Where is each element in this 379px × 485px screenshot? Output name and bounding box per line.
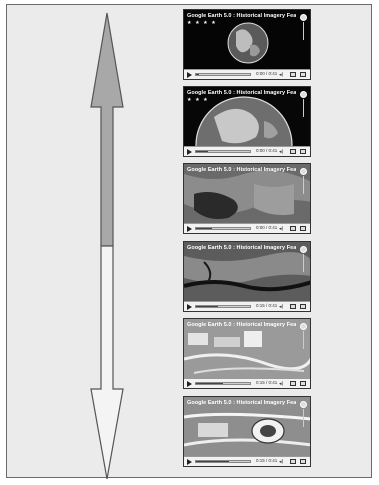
video-thumbnail[interactable]: Google Earth 5.0 : Historical Imagery Fe… xyxy=(183,241,311,312)
play-icon[interactable] xyxy=(187,381,192,387)
volume-icon[interactable]: ◂) xyxy=(279,72,283,78)
volume-icon[interactable]: ◂) xyxy=(279,304,283,310)
fullscreen-icon[interactable] xyxy=(300,72,306,77)
seek-bar[interactable] xyxy=(195,382,251,385)
player-controls: 0:15 / 0:41◂) xyxy=(184,378,310,388)
seek-bar[interactable] xyxy=(195,305,251,308)
rating-stars: ★ ★ ★ xyxy=(187,97,209,103)
volume-icon[interactable]: ◂) xyxy=(279,226,283,232)
play-icon[interactable] xyxy=(187,72,192,78)
play-icon[interactable] xyxy=(187,149,192,155)
time-display: 0:00 / 0:41 xyxy=(256,71,277,76)
seek-bar[interactable] xyxy=(195,73,251,76)
settings-icon[interactable] xyxy=(290,381,296,386)
video-title: Google Earth 5.0 : Historical Imagery Fe… xyxy=(187,321,296,330)
fullscreen-icon[interactable] xyxy=(300,226,306,231)
zoom-slider[interactable] xyxy=(303,99,304,117)
player-controls: 0:00 / 0:41◂) xyxy=(184,69,310,79)
player-controls: 0:15 / 0:41◂) xyxy=(184,456,310,466)
player-controls: 0:00 / 0:41◂) xyxy=(184,223,310,233)
seek-progress xyxy=(196,228,212,229)
zoom-slider[interactable] xyxy=(303,331,304,349)
time-display: 0:15 / 0:41 xyxy=(256,458,277,463)
video-title: Google Earth 5.0 : Historical Imagery Fe… xyxy=(187,399,296,408)
seek-bar[interactable] xyxy=(195,460,251,463)
fullscreen-icon[interactable] xyxy=(300,381,306,386)
video-thumbnail[interactable]: Google Earth 5.0 : Historical Imagery Fe… xyxy=(183,9,311,80)
player-controls: 0:15 / 0:41◂) xyxy=(184,301,310,311)
zoom-control[interactable] xyxy=(300,323,307,349)
compass-icon[interactable] xyxy=(300,323,307,330)
seek-progress xyxy=(196,151,208,152)
compass-icon[interactable] xyxy=(300,168,307,175)
fullscreen-icon[interactable] xyxy=(300,304,306,309)
zoom-control[interactable] xyxy=(300,168,307,194)
play-icon[interactable] xyxy=(187,304,192,310)
player-controls: 0:00 / 0:41◂) xyxy=(184,146,310,156)
compass-icon[interactable] xyxy=(300,91,307,98)
seek-bar[interactable] xyxy=(195,227,251,230)
zoom-control[interactable] xyxy=(300,14,307,40)
video-thumbnail[interactable]: Google Earth 5.0 : Historical Imagery Fe… xyxy=(183,86,311,157)
video-thumbnail[interactable]: Google Earth 5.0 : Historical Imagery Fe… xyxy=(183,396,311,467)
play-icon[interactable] xyxy=(187,459,192,465)
zoom-control[interactable] xyxy=(300,91,307,117)
settings-icon[interactable] xyxy=(290,459,296,464)
time-display: 0:15 / 0:41 xyxy=(256,303,277,308)
video-thumbnail[interactable]: Google Earth 5.0 : Historical Imagery Fe… xyxy=(183,163,311,234)
rating-stars: ★ ★ ★ ★ xyxy=(187,20,217,26)
time-display: 0:15 / 0:41 xyxy=(256,380,277,385)
seek-progress xyxy=(196,461,229,462)
seek-bar[interactable] xyxy=(195,150,251,153)
zoom-slider[interactable] xyxy=(303,254,304,272)
settings-icon[interactable] xyxy=(290,226,296,231)
compass-icon[interactable] xyxy=(300,14,307,21)
compass-icon[interactable] xyxy=(300,246,307,253)
settings-icon[interactable] xyxy=(290,72,296,77)
time-display: 0:00 / 0:41 xyxy=(256,148,277,153)
settings-icon[interactable] xyxy=(290,304,296,309)
seek-progress xyxy=(196,306,218,307)
seek-progress xyxy=(196,74,199,75)
video-title: Google Earth 5.0 : Historical Imagery Fe… xyxy=(187,244,296,253)
zoom-slider[interactable] xyxy=(303,22,304,40)
volume-icon[interactable]: ◂) xyxy=(279,459,283,465)
fullscreen-icon[interactable] xyxy=(300,149,306,154)
video-thumbnail[interactable]: Google Earth 5.0 : Historical Imagery Fe… xyxy=(183,318,311,389)
settings-icon[interactable] xyxy=(290,149,296,154)
play-icon[interactable] xyxy=(187,226,192,232)
zoom-slider[interactable] xyxy=(303,409,304,427)
fullscreen-icon[interactable] xyxy=(300,459,306,464)
seek-progress xyxy=(196,383,223,384)
video-title: Google Earth 5.0 : Historical Imagery Fe… xyxy=(187,166,296,175)
volume-icon[interactable]: ◂) xyxy=(279,381,283,387)
zoom-control[interactable] xyxy=(300,246,307,272)
time-display: 0:00 / 0:41 xyxy=(256,225,277,230)
zoom-slider[interactable] xyxy=(303,176,304,194)
compass-icon[interactable] xyxy=(300,401,307,408)
zoom-control[interactable] xyxy=(300,401,307,427)
double-arrow-icon xyxy=(87,11,127,481)
volume-icon[interactable]: ◂) xyxy=(279,149,283,155)
